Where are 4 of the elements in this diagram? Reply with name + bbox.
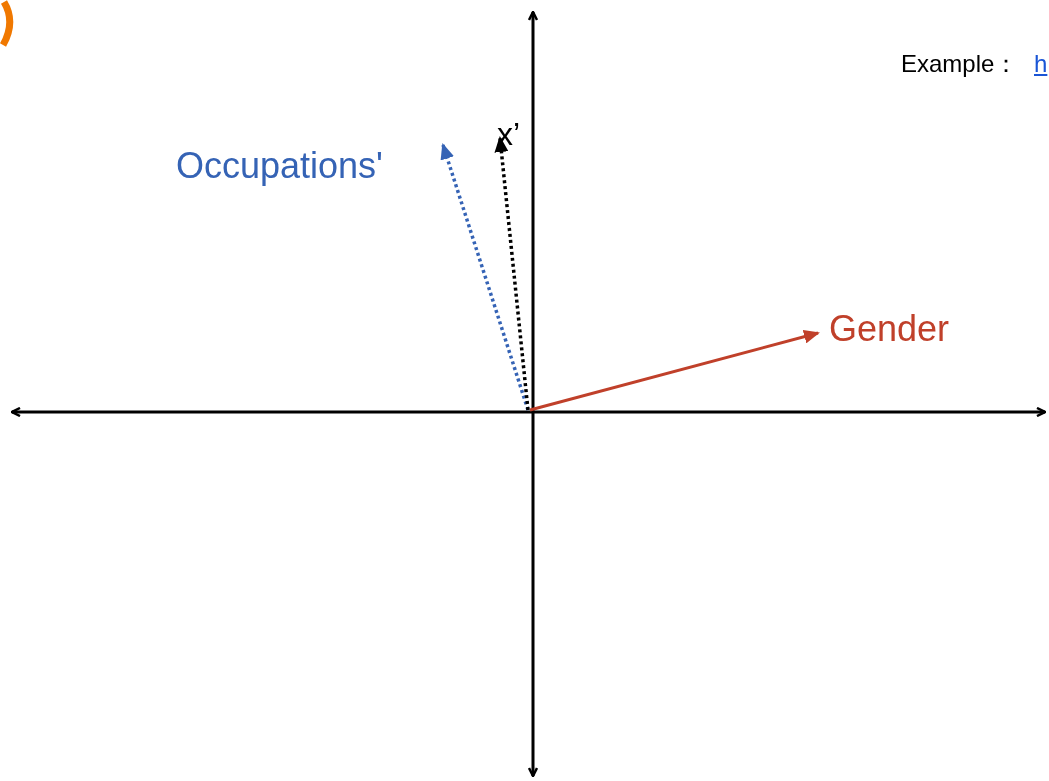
example-label: Example：	[901, 52, 1019, 76]
vector-label: Occupations'	[176, 148, 383, 184]
vector-label: Gender	[829, 311, 950, 347]
link: h	[1034, 52, 1048, 76]
